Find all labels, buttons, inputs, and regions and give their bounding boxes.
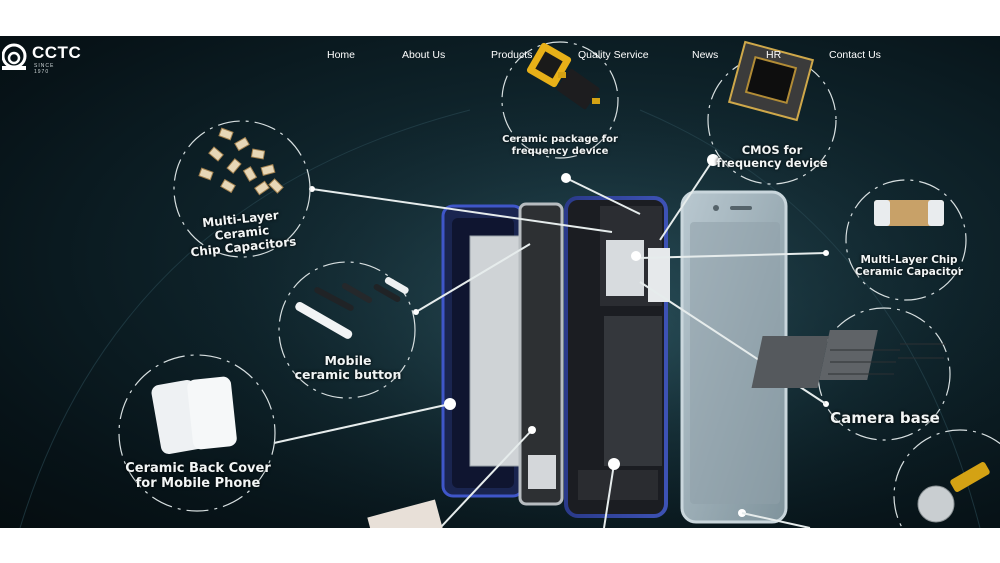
brand-name: CCTC [32,43,82,62]
nav-home[interactable]: Home [327,49,356,61]
label-camera: Camera base [830,409,940,427]
top-nav: CCTC SINCE 1970 Home About Us Products Q… [0,36,1000,76]
callout-ring-mlcc-single [845,179,967,301]
nav-contact-us[interactable]: Contact Us [829,49,881,61]
brand-tagline: SINCE 1970 [34,63,55,75]
nav-products[interactable]: Products [491,49,533,61]
nav-about-us[interactable]: About Us [402,49,446,61]
label-cmos: CMOS for frequency device [716,143,828,171]
callout-ring-extra [893,429,1000,528]
back-cover-icon [151,376,237,455]
mlcc-chips-icon [198,127,284,196]
ceramic-substrate-icon [367,499,443,528]
ceramic-package-icon [526,42,600,110]
nav-hr[interactable]: HR [766,49,782,61]
camera-base-icon [751,330,946,388]
label-back-cover: Ceramic Back Cover for Mobile Phone [125,461,271,491]
cmos-icon [727,40,815,122]
page-bottom-band [0,528,1000,563]
mlcc-single-icon [874,200,944,226]
phone-midframe [469,202,564,506]
cctc-logo-icon [2,43,27,70]
sensor-component-icon [917,462,990,523]
label-package: Ceramic package for frequency device [502,134,618,157]
callout-ring-button [278,261,416,399]
nav-news[interactable]: News [692,49,719,61]
hero-illustration [19,40,1000,528]
callout-ring-package [501,41,619,159]
ceramic-button-icon [295,277,409,339]
phone-screen [680,190,788,524]
nav-quality-service[interactable]: Quality Service [578,49,649,61]
callout-ring-mlcc [173,120,311,258]
callout-ring-camera [817,307,951,441]
label-mlcc-single: Multi-Layer Chip Ceramic Capacitor [854,254,964,279]
label-button: Mobile ceramic button [294,353,402,383]
hero-banner: Multi-Layer Ceramic Chip Capacitors Cera… [0,36,1000,528]
callout-ring-back-cover [118,354,276,512]
